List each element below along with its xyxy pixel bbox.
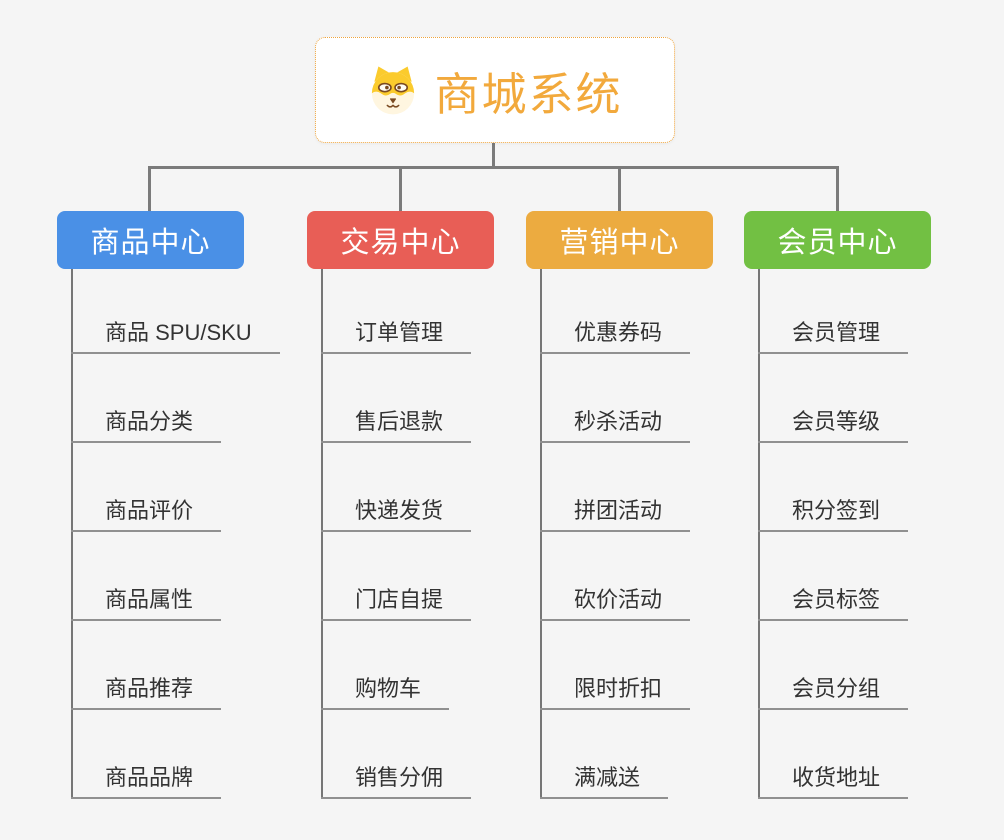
branch-label: 会员中心	[777, 227, 898, 259]
leaf-node[interactable]: 门店自提	[321, 575, 472, 621]
leaf-node[interactable]: 商品分类	[71, 397, 222, 443]
dog-face-icon	[372, 66, 415, 115]
leaf-node[interactable]: 会员分组	[758, 664, 909, 710]
leaf-node[interactable]: 砍价活动	[540, 575, 691, 621]
leaf-node[interactable]: 购物车	[321, 664, 450, 710]
leaf-node[interactable]: 订单管理	[321, 308, 472, 354]
leaf-node[interactable]: 商品 SPU/SKU	[71, 308, 280, 354]
branch-node-trade-center[interactable]: 交易中心	[307, 211, 494, 269]
column-vline	[321, 269, 323, 799]
leaf-node[interactable]: 会员标签	[758, 575, 909, 621]
leaf-node[interactable]: 收货地址	[758, 753, 909, 799]
branch-node-product-center[interactable]: 商品中心	[57, 211, 244, 269]
leaf-node[interactable]: 快递发货	[321, 486, 472, 532]
branch-drop-connector	[836, 166, 839, 211]
leaf-node[interactable]: 拼团活动	[540, 486, 691, 532]
leaf-node[interactable]: 售后退款	[321, 397, 472, 443]
column-vline	[71, 269, 73, 799]
leaf-node[interactable]: 商品评价	[71, 486, 222, 532]
branch-drop-connector	[148, 166, 151, 211]
branch-label: 商品中心	[90, 227, 211, 259]
root-node[interactable]: 商城系统	[315, 37, 675, 143]
leaf-node[interactable]: 商品属性	[71, 575, 222, 621]
leaf-node[interactable]: 秒杀活动	[540, 397, 691, 443]
root-stem-connector	[492, 143, 495, 168]
column-vline	[758, 269, 760, 799]
leaf-node[interactable]: 会员等级	[758, 397, 909, 443]
branch-node-marketing-center[interactable]: 营销中心	[526, 211, 713, 269]
branch-drop-connector	[618, 166, 621, 211]
leaf-node[interactable]: 销售分佣	[321, 753, 472, 799]
leaf-node[interactable]: 会员管理	[758, 308, 909, 354]
branch-node-member-center[interactable]: 会员中心	[744, 211, 931, 269]
leaf-node[interactable]: 优惠券码	[540, 308, 691, 354]
branch-drop-connector	[399, 166, 402, 211]
leaf-node[interactable]: 满减送	[540, 753, 669, 799]
leaf-node[interactable]: 积分签到	[758, 486, 909, 532]
branch-label: 交易中心	[340, 227, 461, 259]
branch-horizontal-connector	[148, 166, 839, 169]
leaf-node[interactable]: 限时折扣	[540, 664, 691, 710]
root-title: 商城系统	[434, 68, 623, 120]
column-vline	[540, 269, 542, 799]
leaf-node[interactable]: 商品推荐	[71, 664, 222, 710]
branch-label: 营销中心	[559, 227, 680, 259]
leaf-node[interactable]: 商品品牌	[71, 753, 222, 799]
